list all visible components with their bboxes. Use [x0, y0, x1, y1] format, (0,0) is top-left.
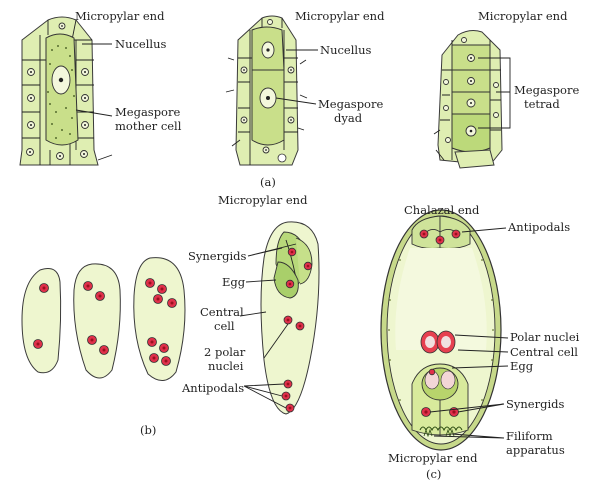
embryo-sac-8nuc: [133, 257, 186, 381]
chalazal-end-label: Chalazal end: [404, 203, 480, 217]
stage2-nucellus-label: Nucellus: [320, 43, 371, 57]
c-filiform-line1: Filiform: [506, 429, 553, 443]
stage-dyad: [225, 15, 318, 166]
b-polar-line2: nuclei: [208, 359, 244, 373]
stage3-micropylar-label: Micropylar end: [478, 9, 568, 23]
dyad-label-line2: dyad: [334, 111, 363, 125]
b-central-line1: Central: [200, 305, 244, 319]
c-filiform-line2: apparatus: [506, 443, 565, 457]
embryo-sac-2nuc: [73, 263, 121, 379]
c-egg-label: Egg: [510, 359, 534, 373]
panel-c-label: (c): [426, 467, 441, 481]
embryo-sac-mature-b: [239, 221, 320, 415]
embryo-sac-1nuc: [21, 268, 62, 374]
panel-b-micropylar-label: Micropylar end: [218, 193, 308, 207]
stage-tetrad: [433, 30, 511, 169]
panel-a-label: (a): [260, 175, 276, 189]
b-synergids-label: Synergids: [188, 249, 246, 263]
stage1-micropylar-label: Micropylar end: [75, 9, 165, 23]
b-egg-label: Egg: [222, 275, 246, 289]
c-synergids-label: Synergids: [506, 397, 564, 411]
stage1-nucellus-label: Nucellus: [115, 37, 166, 51]
panel-b-label: (b): [140, 423, 156, 437]
b-antipodals-label: Antipodals: [181, 381, 244, 395]
c-central-cell-label: Central cell: [510, 345, 578, 359]
mmc-label-line2: mother cell: [115, 119, 182, 133]
tetrad-label-line1: Megaspore: [514, 83, 579, 97]
stage-mmc: [19, 16, 113, 166]
c-antipodals-label: Antipodals: [507, 220, 570, 234]
stage2-micropylar-label: Micropylar end: [295, 9, 385, 23]
c-polar-nuclei-label: Polar nuclei: [510, 330, 580, 344]
b-central-line2: cell: [214, 319, 235, 333]
b-polar-line1: 2 polar: [204, 345, 246, 359]
tetrad-label-line2: tetrad: [524, 97, 560, 111]
embryo-sac-mature-c: [380, 209, 509, 451]
mmc-label-line1: Megaspore: [115, 105, 180, 119]
c-micropylar-label: Micropylar end: [388, 451, 478, 465]
dyad-label-line1: Megaspore: [318, 97, 383, 111]
